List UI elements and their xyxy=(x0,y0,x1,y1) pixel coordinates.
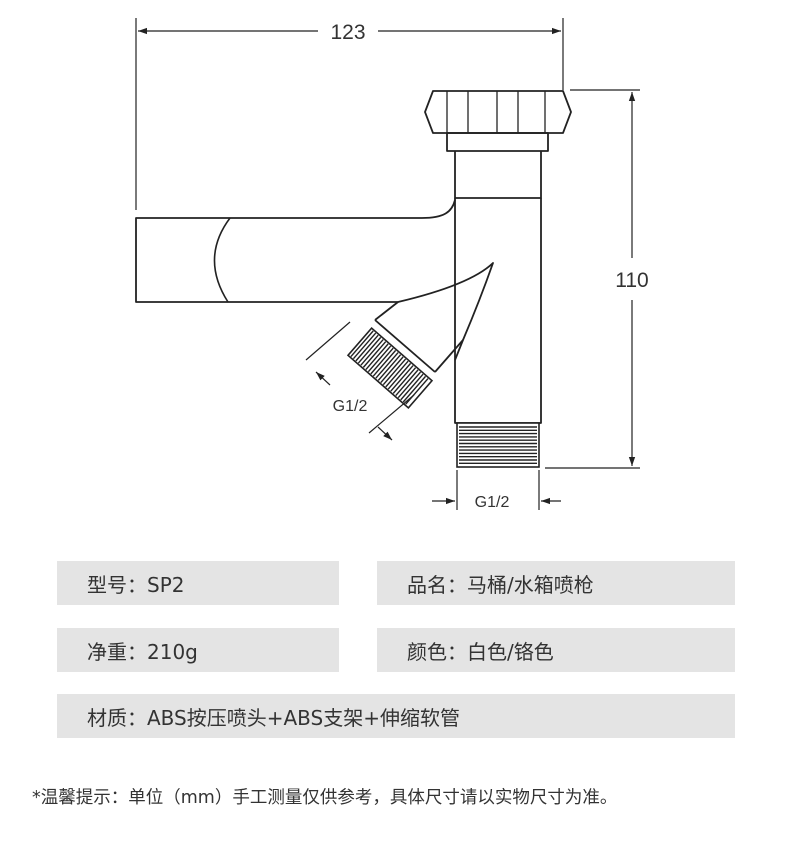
thread-line xyxy=(387,362,412,390)
thread-line xyxy=(380,356,404,383)
dimension-height-label: 110 xyxy=(615,269,648,292)
technical-drawing: 123 110 G1/2 G1/2 xyxy=(135,18,649,511)
thread-line xyxy=(395,369,419,396)
dimension-width-label: 123 xyxy=(330,21,365,44)
sprayer-body-outline xyxy=(135,90,572,424)
thread-line xyxy=(370,347,394,375)
dimension-bottom-thread-label: G1/2 xyxy=(475,494,510,511)
thread-line xyxy=(402,375,427,403)
spec-net-weight-text: 净重：210g xyxy=(87,639,198,664)
spec-product-name-text: 品名：马桶/水箱喷枪 xyxy=(407,572,594,597)
thread-line xyxy=(352,332,377,360)
thread-line xyxy=(400,373,424,401)
thread-line xyxy=(372,349,397,377)
spec-product-name: 品名：马桶/水箱喷枪 xyxy=(377,561,735,605)
thread-line xyxy=(375,352,399,379)
cap-ring xyxy=(446,132,549,152)
dimension-width xyxy=(135,18,564,210)
dimension-bottom-thread xyxy=(432,470,561,510)
spec-color: 颜色：白色/铬色 xyxy=(377,628,735,672)
spec-model: 型号：SP2 xyxy=(57,561,339,605)
thread-line xyxy=(405,378,429,405)
spec-net-weight: 净重：210g xyxy=(57,628,339,672)
dimension-side-thread-label: G1/2 xyxy=(333,398,368,415)
thread-line xyxy=(362,341,387,368)
spec-model-text: 型号：SP2 xyxy=(87,572,185,597)
thread-line xyxy=(360,339,384,366)
handle-arm xyxy=(135,199,494,361)
thread-line xyxy=(397,371,422,399)
thread-line xyxy=(382,358,407,386)
thread-line xyxy=(355,334,379,362)
side-outlet xyxy=(374,301,464,373)
spec-material: 材质：ABS按压喷头+ABS支架+伸缩软管 xyxy=(57,694,735,738)
body-tube xyxy=(454,198,542,424)
thread-line xyxy=(385,360,409,388)
dimension-side-thread xyxy=(305,321,415,441)
thread-line xyxy=(357,336,382,364)
bottom-thread xyxy=(456,422,540,468)
thread-line xyxy=(367,345,392,373)
thread-line xyxy=(365,343,389,371)
nozzle-cap xyxy=(424,90,572,134)
thread-line xyxy=(350,330,374,358)
side-thread xyxy=(346,327,434,409)
thread-line xyxy=(392,367,417,394)
spec-color-text: 颜色：白色/铬色 xyxy=(407,639,554,664)
thread-line xyxy=(377,354,402,381)
measurement-note: *温馨提示：单位（mm）手工测量仅供参考，具体尺寸请以实物尺寸为准。 xyxy=(32,788,618,808)
spec-material-text: 材质：ABS按压喷头+ABS支架+伸缩软管 xyxy=(87,705,461,730)
dimension-height xyxy=(545,89,640,469)
thread-line xyxy=(390,365,414,392)
